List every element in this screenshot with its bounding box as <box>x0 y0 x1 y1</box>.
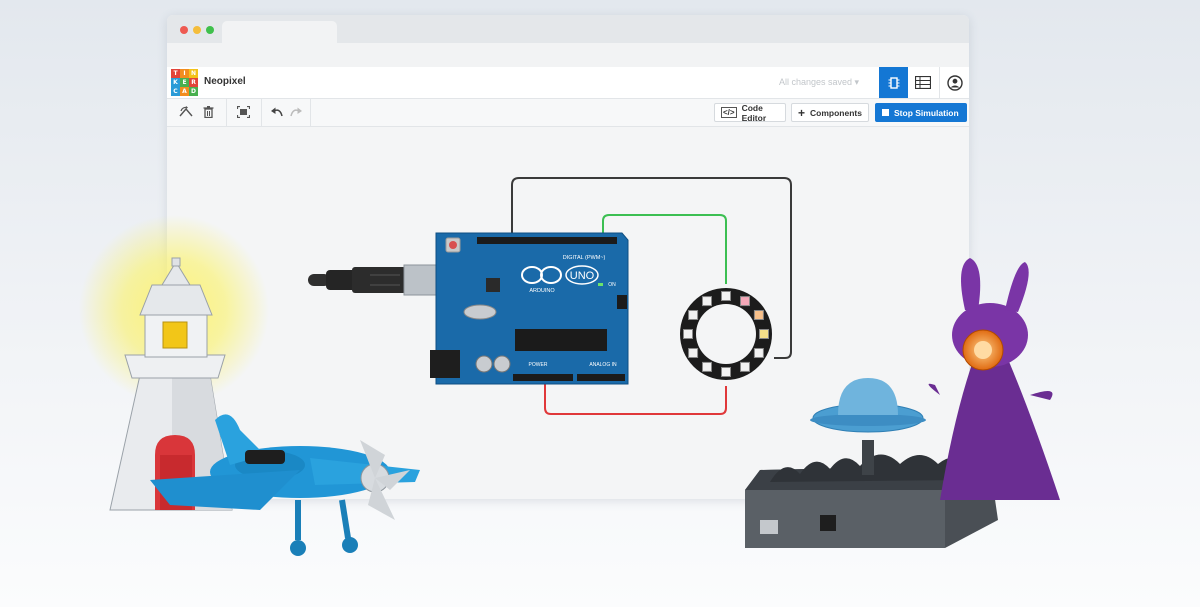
on-led-label: ON <box>608 282 616 288</box>
dc-jack <box>430 350 460 378</box>
atmega-chip <box>515 329 607 351</box>
uno-label: UNO <box>570 270 595 282</box>
power-header <box>513 374 573 381</box>
neopixel-led <box>721 367 731 377</box>
neopixel-led <box>759 329 769 339</box>
user-account-icon <box>946 74 963 91</box>
undo-icon <box>271 107 283 117</box>
minimize-window-dot[interactable] <box>193 26 201 34</box>
zoom-to-fit-button[interactable] <box>235 104 251 120</box>
project-name[interactable]: Neopixel <box>204 76 246 87</box>
neopixel-led <box>683 329 693 339</box>
toolbar-divider <box>261 99 262 126</box>
logo-tile: N <box>189 69 198 78</box>
edit-toolbar: </> Code Editor + Components Stop Simula… <box>167 99 969 127</box>
logo-tile: C <box>171 87 180 96</box>
stop-icon <box>882 109 889 116</box>
logo-tile: D <box>189 87 198 96</box>
bunny-model <box>928 258 1060 500</box>
save-status: All changes saved ▾ <box>779 77 860 87</box>
code-editor-button[interactable]: </> Code Editor <box>714 102 786 123</box>
analog-label: ANALOG IN <box>589 362 617 368</box>
neopixel-led <box>688 348 699 358</box>
analog-header <box>577 374 625 381</box>
plus-icon: + <box>798 105 806 120</box>
browser-titlebar <box>167 15 969 43</box>
component-list-icon <box>914 76 931 89</box>
circuit-view-icon <box>888 76 899 89</box>
logo-tile: K <box>171 78 180 87</box>
arduino-logo <box>521 266 562 284</box>
neopixel-led <box>753 310 764 320</box>
neopixel-led <box>721 291 731 301</box>
usb-cable[interactable] <box>308 264 443 296</box>
zoom-to-fit-icon <box>236 106 250 118</box>
code-icon: </> <box>721 107 737 118</box>
toolbar-divider <box>310 99 311 126</box>
neopixel-led <box>702 296 712 307</box>
neopixel-led <box>740 361 750 372</box>
stop-simulation-button[interactable]: Stop Simulation <box>875 103 967 122</box>
wire-black[interactable] <box>511 177 792 359</box>
arduino-enclosure-model <box>745 378 998 548</box>
neopixel-ring[interactable] <box>680 288 772 380</box>
undo-button[interactable] <box>269 104 285 120</box>
airplane-model <box>150 414 420 556</box>
on-led <box>598 283 603 286</box>
neopixel-led <box>740 296 750 307</box>
code-editor-label: Code Editor <box>741 102 767 123</box>
logo-tile: A <box>180 87 189 96</box>
components-label: Components <box>810 107 862 118</box>
delete-button[interactable] <box>200 104 216 120</box>
logo-tile: E <box>180 78 189 87</box>
close-window-dot[interactable] <box>180 26 188 34</box>
digital-header <box>477 237 617 244</box>
digital-label: DIGITAL (PWM~) <box>563 255 606 261</box>
circuit-view-button[interactable] <box>879 67 908 98</box>
delete-icon <box>203 106 213 118</box>
browser-tab[interactable] <box>222 21 337 43</box>
neopixel-led <box>753 348 764 358</box>
component-list-button[interactable] <box>908 67 937 98</box>
stop-simulation-label: Stop Simulation <box>894 107 959 118</box>
logo-tile: T <box>171 69 180 78</box>
toolbar-divider <box>226 99 227 126</box>
maximize-window-dot[interactable] <box>206 26 214 34</box>
redo-icon <box>290 107 302 117</box>
wire-green[interactable] <box>602 214 727 284</box>
logo-tile: I <box>180 69 189 78</box>
neopixel-led <box>702 361 712 372</box>
arduino-label: ARDUINO <box>529 288 555 294</box>
rotate-icon <box>179 106 193 117</box>
redo-button[interactable] <box>288 104 304 120</box>
rotate-button[interactable] <box>178 104 194 120</box>
components-button[interactable]: + Components <box>791 103 869 122</box>
neopixel-led <box>688 310 699 320</box>
arduino-uno-board[interactable]: UNO ARDUINO DIGITAL (PWM~) POWER ANALOG … <box>430 232 629 385</box>
power-label: POWER <box>529 362 548 368</box>
user-account-button[interactable] <box>939 67 969 98</box>
logo-tile: R <box>189 78 198 87</box>
wire-red[interactable] <box>544 384 727 415</box>
